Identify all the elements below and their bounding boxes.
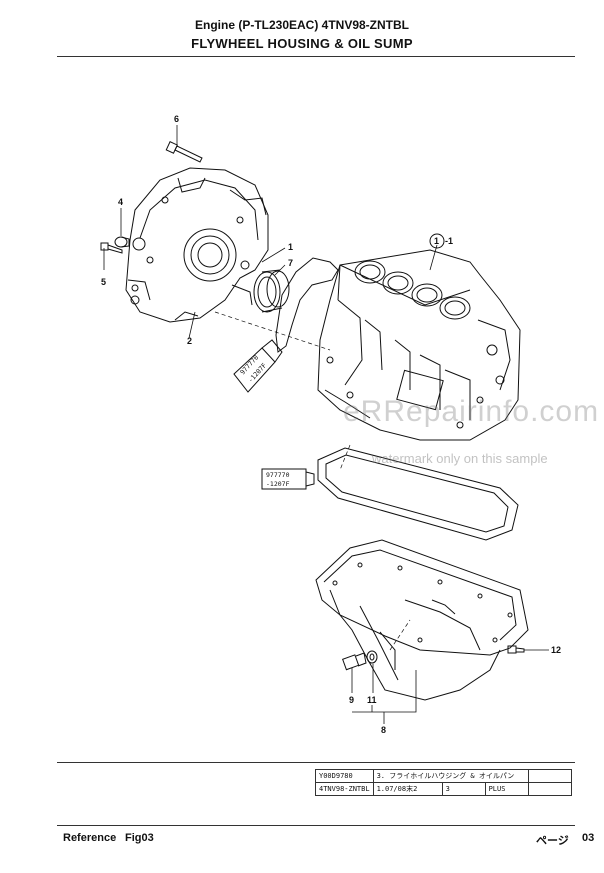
bolt-part-6 xyxy=(165,141,203,163)
info-tag: PLUS xyxy=(484,782,529,796)
callout-2: 2 xyxy=(187,336,192,346)
footer-divider-top xyxy=(57,762,575,763)
oil-pan-part xyxy=(315,539,529,701)
callout-12: 12 xyxy=(551,645,561,655)
footer-reference: Reference xyxy=(63,832,117,844)
footer-figure-id: Fig03 xyxy=(125,832,154,844)
bolt-part-5 xyxy=(100,242,123,254)
leader-lines xyxy=(103,125,549,724)
info-model: 4TNV98-ZNTBL xyxy=(315,782,374,796)
oil-seal-part-7 xyxy=(253,269,290,313)
drain-plug-part-9 xyxy=(342,652,367,671)
part-info-table: Y00D9780 3. フライホイルハウジング & オイルパン 4TNV98-Z… xyxy=(315,769,572,796)
alignment-lines xyxy=(214,311,411,651)
sealant-tube-lower xyxy=(261,468,315,490)
callout-block-circle: 1 xyxy=(434,236,439,246)
callout-8: 8 xyxy=(381,725,386,735)
header-model-title: Engine (P-TL230EAC) 4TNV98-ZNTBL xyxy=(194,18,410,32)
washer-part-11 xyxy=(366,650,378,664)
callout-11: 11 xyxy=(367,695,377,705)
sealant-tube-upper xyxy=(233,339,283,393)
watermark-brand: eRRepairinfo.com xyxy=(343,395,600,428)
info-title: 3. フライホイルハウジング & オイルパン xyxy=(372,769,529,783)
info-row-2: 4TNV98-ZNTBL 1.07/08末2 3 PLUS xyxy=(315,782,572,796)
footer-page-number: 03 xyxy=(582,832,595,844)
footer-divider-bottom xyxy=(57,825,575,826)
header-divider xyxy=(57,56,575,57)
info-row-1: Y00D9780 3. フライホイルハウジング & オイルパン xyxy=(315,769,572,783)
info-qty: 3 xyxy=(441,782,486,796)
callout-1: 1 xyxy=(288,242,293,252)
cylinder-block xyxy=(317,249,521,441)
callout-7: 7 xyxy=(288,258,293,268)
callout-9: 9 xyxy=(349,695,354,705)
footer-page-label: ページ xyxy=(536,834,569,847)
page-title: FLYWHEEL HOUSING & OIL SUMP xyxy=(191,36,413,51)
info-extra-1 xyxy=(527,769,572,783)
cap-part-4 xyxy=(114,236,130,248)
info-date: 1.07/08末2 xyxy=(372,782,443,796)
exploded-parts-diagram: 6 4 5 2 1 7 1 -1 12 9 11 8 977770 -1207F… xyxy=(100,114,561,735)
tube-lower-code-line1: 977770 xyxy=(266,471,290,479)
watermark-note: watermark only on this sample xyxy=(372,451,548,466)
info-extra-2 xyxy=(527,782,572,796)
housing-gasket xyxy=(275,257,339,353)
bolt-part-12 xyxy=(507,645,525,654)
callout-5: 5 xyxy=(101,277,106,287)
flywheel-housing-part xyxy=(125,167,269,323)
callout-4: 4 xyxy=(118,197,123,207)
block-reference-circle xyxy=(429,233,445,249)
oil-pan-gasket xyxy=(317,447,519,541)
tube-lower-code-line2: -1207F xyxy=(266,480,290,488)
callout-6: 6 xyxy=(174,114,179,124)
callout-block-suffix: -1 xyxy=(445,236,453,246)
info-code: Y00D9780 xyxy=(315,769,374,783)
